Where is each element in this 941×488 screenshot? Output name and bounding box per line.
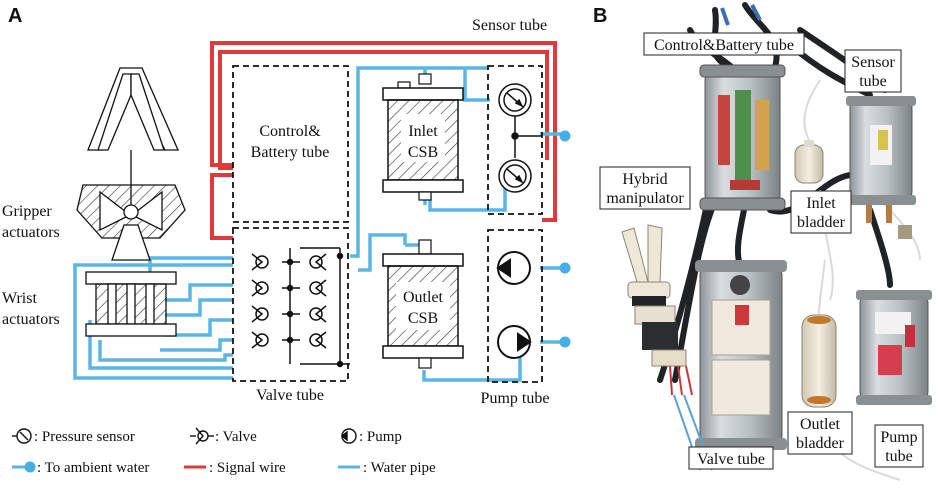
photo: Control&Battery tube Sensor tube Hybrid … — [599, 2, 932, 481]
legend-water-pipe: : Water pipe — [363, 460, 436, 476]
sensor-tube-label: Sensor tube — [472, 17, 547, 34]
gripper-actuators-drawing — [76, 67, 186, 261]
control-label-1: Control& — [259, 123, 321, 140]
wrist-actuators-drawing — [85, 271, 177, 337]
dashed-modules — [232, 65, 543, 383]
photo-valve-tube-label: Valve tube — [697, 451, 765, 468]
pumps — [496, 251, 532, 359]
wrist-label-2: actuators — [2, 311, 60, 328]
ambient-water-icon — [24, 461, 36, 473]
pump-tube-box — [487, 229, 543, 383]
photo-inlet-label-2: bladder — [797, 214, 846, 231]
outlet-bladder-photo — [801, 314, 837, 408]
legend-ambient-water: : To ambient water — [37, 460, 149, 476]
valve-tube-photo — [695, 260, 787, 450]
pump-tube-label: Pump tube — [481, 390, 550, 407]
photo-outlet-label-2: bladder — [796, 435, 845, 452]
outlet-label-2: CSB — [408, 310, 438, 327]
gripper-label-2: actuators — [2, 224, 60, 241]
photo-sensor-label-1: Sensor — [851, 54, 895, 71]
wrist-label-1: Wrist — [2, 290, 37, 307]
inlet-label-1: Inlet — [408, 123, 438, 140]
gripper-label-1: Gripper — [2, 203, 52, 220]
photo-hybrid-label-2: manipulator — [606, 190, 684, 207]
ambient-water-port-pump-1 — [559, 262, 571, 274]
ambient-water-port-sensor — [559, 130, 571, 142]
legend: : Pressure sensor : Valve : Pump : To am… — [12, 427, 436, 476]
inlet-label-2: CSB — [408, 144, 438, 161]
pressure-sensor-icon — [12, 428, 32, 444]
valve-tube-box — [232, 227, 349, 382]
outlet-label-1: Outlet — [403, 289, 444, 306]
outlet-csb: Outlet CSB — [382, 239, 464, 369]
valve-array — [251, 247, 350, 368]
photo-hybrid-label-1: Hybrid — [622, 171, 667, 188]
ambient-water-port-pump-2 — [559, 336, 571, 348]
panel-a-label: A — [8, 5, 22, 27]
photo-outlet-label-1: Outlet — [800, 416, 841, 433]
legend-pump: : Pump — [359, 429, 402, 445]
inlet-csb: Inlet CSB — [382, 73, 464, 201]
photo-pump-label-2: tube — [885, 448, 913, 465]
valve-icon — [190, 427, 214, 445]
photo-sensor-label-2: tube — [859, 73, 887, 90]
legend-pressure-sensor: : Pressure sensor — [34, 429, 135, 445]
control-battery-tube-photo — [699, 64, 786, 211]
photo-pump-label-1: Pump — [880, 429, 917, 446]
photo-inlet-label-1: Inlet — [806, 195, 836, 212]
signal-wires — [210, 41, 557, 240]
photo-control-battery-label: Control&Battery tube — [654, 37, 794, 54]
control-label-2: Battery tube — [251, 144, 330, 161]
pressure-sensors — [498, 83, 542, 193]
pump-tube-photo — [856, 290, 932, 405]
photo-labels: Control&Battery tube Sensor tube Hybrid … — [599, 32, 924, 470]
legend-valve: : Valve — [215, 429, 257, 445]
sensor-tube-box — [487, 65, 543, 215]
valve-tube-label: Valve tube — [256, 387, 324, 404]
legend-signal-wire: : Signal wire — [209, 460, 286, 476]
sensor-tube-photo — [846, 96, 916, 239]
panel-b-label: B — [593, 5, 607, 27]
control-battery-tube-box — [232, 65, 349, 223]
inlet-bladder-photo — [794, 140, 824, 184]
pump-icon — [340, 428, 357, 444]
